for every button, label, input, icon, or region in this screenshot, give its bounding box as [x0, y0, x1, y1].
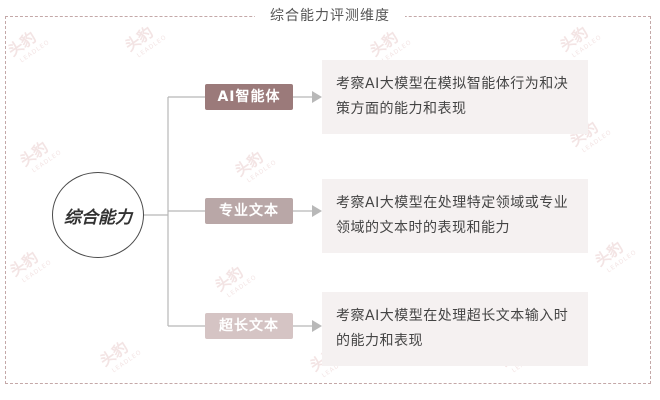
branch-label-professional-text: 专业文本: [205, 198, 293, 224]
diagram-title: 综合能力评测维度: [255, 6, 405, 26]
root-node: 综合能力: [52, 172, 144, 258]
branch-description-professional-text: 考察AI大模型在处理特定领域或专业领域的文本时的表现和能力: [322, 179, 588, 253]
branch-label-ai-agent: AI智能体: [205, 84, 293, 110]
branch-description-long-text: 考察AI大模型在处理超长文本输入时的能力和表现: [322, 292, 588, 366]
branch-label-long-text: 超长文本: [205, 313, 293, 339]
root-label: 综合能力: [64, 207, 132, 228]
branch-description-ai-agent: 考察AI大模型在模拟智能体行为和决策方面的能力和表现: [322, 60, 588, 134]
